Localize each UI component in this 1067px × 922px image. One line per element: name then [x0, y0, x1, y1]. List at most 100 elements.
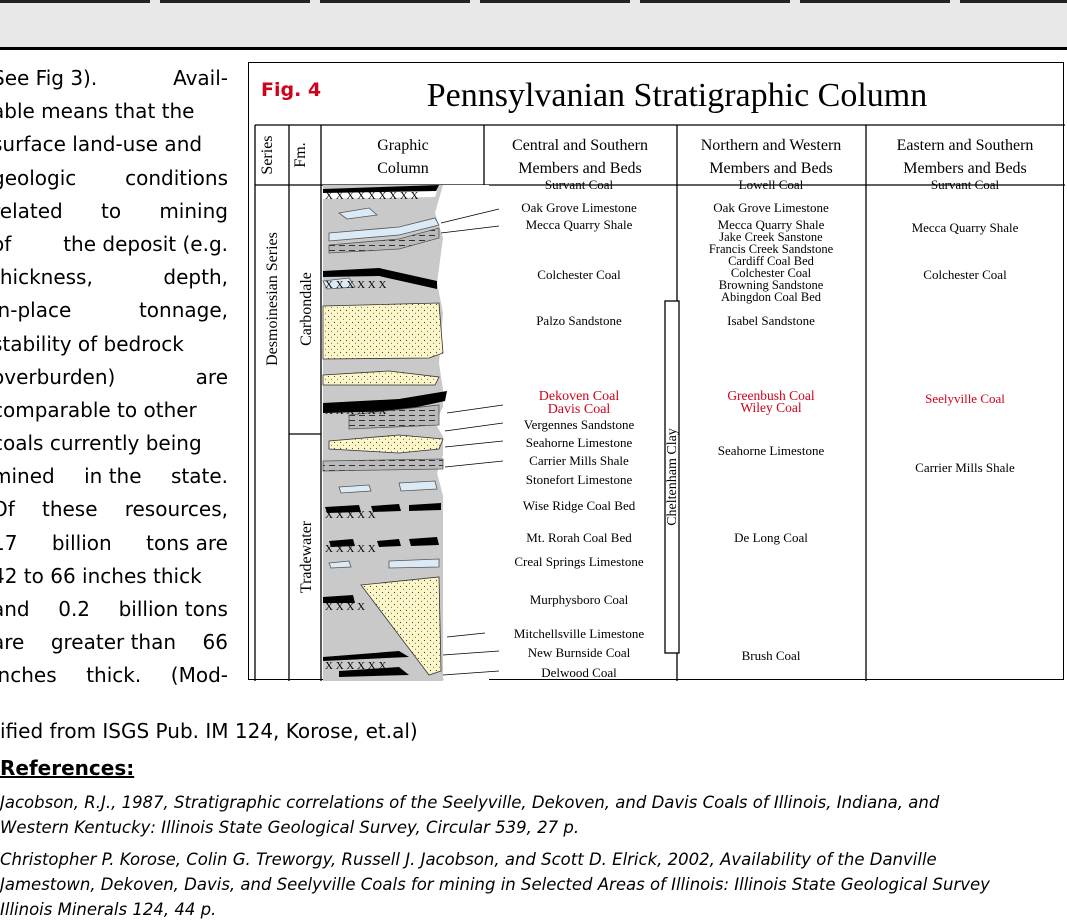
- body-text-fragment: able means that the: [0, 99, 195, 124]
- member-label: De Long Coal: [734, 530, 808, 545]
- top-banner: [0, 0, 1067, 50]
- body-text-fragment: are: [0, 630, 25, 655]
- body-text-fragment: tons are: [146, 530, 228, 555]
- body-text-fragment: in-place: [0, 298, 72, 323]
- body-text-fragment: are: [195, 364, 228, 389]
- body-text-line: comparable to other: [0, 394, 228, 427]
- member-label: Jake Creek Sanstone: [719, 230, 823, 244]
- body-text-fragment: Of: [0, 497, 15, 522]
- figure-title: Pennsylvanian Stratigraphic Column: [426, 77, 928, 114]
- header-eastern-2: Members and Beds: [903, 160, 1027, 177]
- banner-edge: [0, 0, 1067, 3]
- body-text-fragment: comparable to other: [0, 397, 197, 422]
- header-eastern-1: Eastern and Southern: [897, 137, 1034, 154]
- reference-line: Jamestown, Dekoven, Davis, and Seelyvill…: [0, 875, 990, 894]
- member-label: Cardiff Coal Bed: [728, 254, 815, 268]
- reference-line: Christopher P. Korose, Colin G. Treworgy…: [0, 850, 937, 869]
- body-text-fragment: geologic: [0, 165, 77, 190]
- body-text-line: stability of bedrock: [0, 328, 228, 361]
- body-text-fragment: inches: [0, 663, 57, 688]
- formation-tradewater: Tradewater: [298, 520, 315, 593]
- member-label: Abingdon Coal Bed: [721, 290, 822, 304]
- figure-4: Fig. 4 Pennsylvanian Stratigraphic Colum…: [248, 62, 1065, 681]
- body-text-fragment: billion: [51, 530, 112, 555]
- body-text-fragment: mining: [159, 198, 228, 223]
- body-text-line: See Fig 3).Avail-: [0, 62, 228, 95]
- member-label: Delwood Coal: [541, 665, 617, 680]
- body-text-fragment: these: [41, 497, 98, 522]
- stratigraphic-column-svg: X X X X X X X X X X X X X X X X X X X X …: [254, 124, 1065, 681]
- member-label: Isabel Sandstone: [727, 313, 815, 328]
- member-label: Mecca Quarry Shale: [718, 217, 825, 232]
- body-text-line: 42 to 66 inches thick: [0, 560, 228, 593]
- member-label: Wise Ridge Coal Bed: [523, 498, 636, 513]
- member-label: Carrier Mills Shale: [915, 460, 1015, 475]
- body-text-fragment: thick.: [86, 663, 142, 688]
- reference-line: Western Kentucky: Illinois State Geologi…: [0, 818, 580, 837]
- reference-line: Jacobson, R.J., 1987, Stratigraphic corr…: [0, 793, 940, 812]
- member-label: Lowell Coal: [739, 177, 804, 192]
- member-label: Mitchellsville Limestone: [514, 626, 645, 641]
- header-northern-2: Members and Beds: [709, 160, 833, 177]
- body-text-fragment: mined: [0, 464, 55, 489]
- member-label: Mecca Quarry Shale: [912, 220, 1019, 235]
- member-label: New Burnside Coal: [528, 645, 631, 660]
- body-text-fragment: of: [0, 231, 12, 256]
- member-label: Carrier Mills Shale: [529, 453, 629, 468]
- svg-text:X X X X X X: X X X X X X: [325, 405, 386, 417]
- header-graphic-1: Graphic: [377, 137, 429, 154]
- body-text-fragment: related: [0, 198, 63, 223]
- member-label: Brush Coal: [742, 648, 801, 663]
- body-text-fragment: 17: [0, 530, 18, 555]
- side-unit-label: Cheltenham Clay: [665, 428, 680, 526]
- header-graphic-2: Column: [377, 160, 429, 177]
- body-text-fragment: thickness,: [0, 265, 93, 290]
- member-label: Mt. Rorah Coal Bed: [526, 530, 632, 545]
- body-text-fragment: in the: [84, 464, 142, 489]
- svg-text:X X X X X X: X X X X X X: [325, 279, 386, 291]
- leader-lines: [440, 208, 504, 676]
- body-text-fragment: 0.2: [58, 597, 91, 621]
- member-label: Murphysboro Coal: [530, 592, 629, 607]
- member-label: Mecca Quarry Shale: [526, 217, 633, 232]
- body-text-line: thickness, depth,: [0, 261, 228, 294]
- member-label: Vergennes Sandstone: [524, 417, 635, 432]
- member-label: Survant Coal: [931, 177, 1000, 192]
- body-text-fragment: greater than: [50, 630, 177, 655]
- reference-line: Illinois Minerals 124, 44 p.: [0, 900, 217, 919]
- body-text-column: See Fig 3).Avail-able means that the surf…: [0, 62, 228, 693]
- lithology-layers: [322, 185, 447, 677]
- body-text-line: surface land-use and: [0, 128, 228, 161]
- column-edge-mask: [435, 185, 489, 681]
- member-label: Stonefort Limestone: [526, 472, 633, 487]
- member-label: Seelyville Coal: [925, 391, 1005, 406]
- member-label: Browning Sandstone: [719, 278, 824, 292]
- series-name: Desmoinesian Series: [264, 232, 281, 366]
- member-label: Wiley Coal: [740, 400, 802, 415]
- svg-text:X X X X X: X X X X X: [325, 543, 376, 555]
- svg-text:X X X X X X: X X X X X X: [325, 660, 386, 672]
- body-text-fragment: depth,: [163, 265, 228, 290]
- body-text-line: coals currently being: [0, 427, 228, 460]
- header-central-1: Central and Southern: [512, 137, 648, 154]
- body-text-fragment: stability of bedrock: [0, 331, 184, 356]
- body-text-fragment: billion tons: [118, 597, 228, 621]
- body-text-line: overburden)are: [0, 361, 228, 394]
- body-text-fragment: and: [0, 597, 30, 621]
- formation-carbondale: Carbondale: [298, 272, 315, 346]
- body-text-fragment: conditions: [125, 165, 228, 190]
- body-text-line: Oftheseresources,: [0, 493, 228, 526]
- svg-text:X X X X: X X X X: [325, 601, 365, 613]
- member-label: Davis Coal: [548, 402, 611, 417]
- coal-x-marks: X X X X X X X X X X X X X X X X X X X X …: [325, 190, 419, 672]
- caption-tail: ified from ISGS Pub. IM 124, Korose, et.…: [0, 719, 418, 743]
- references-heading: References:: [0, 756, 135, 780]
- figure-label: Fig. 4: [261, 79, 322, 101]
- member-label: Colchester Coal: [537, 267, 621, 282]
